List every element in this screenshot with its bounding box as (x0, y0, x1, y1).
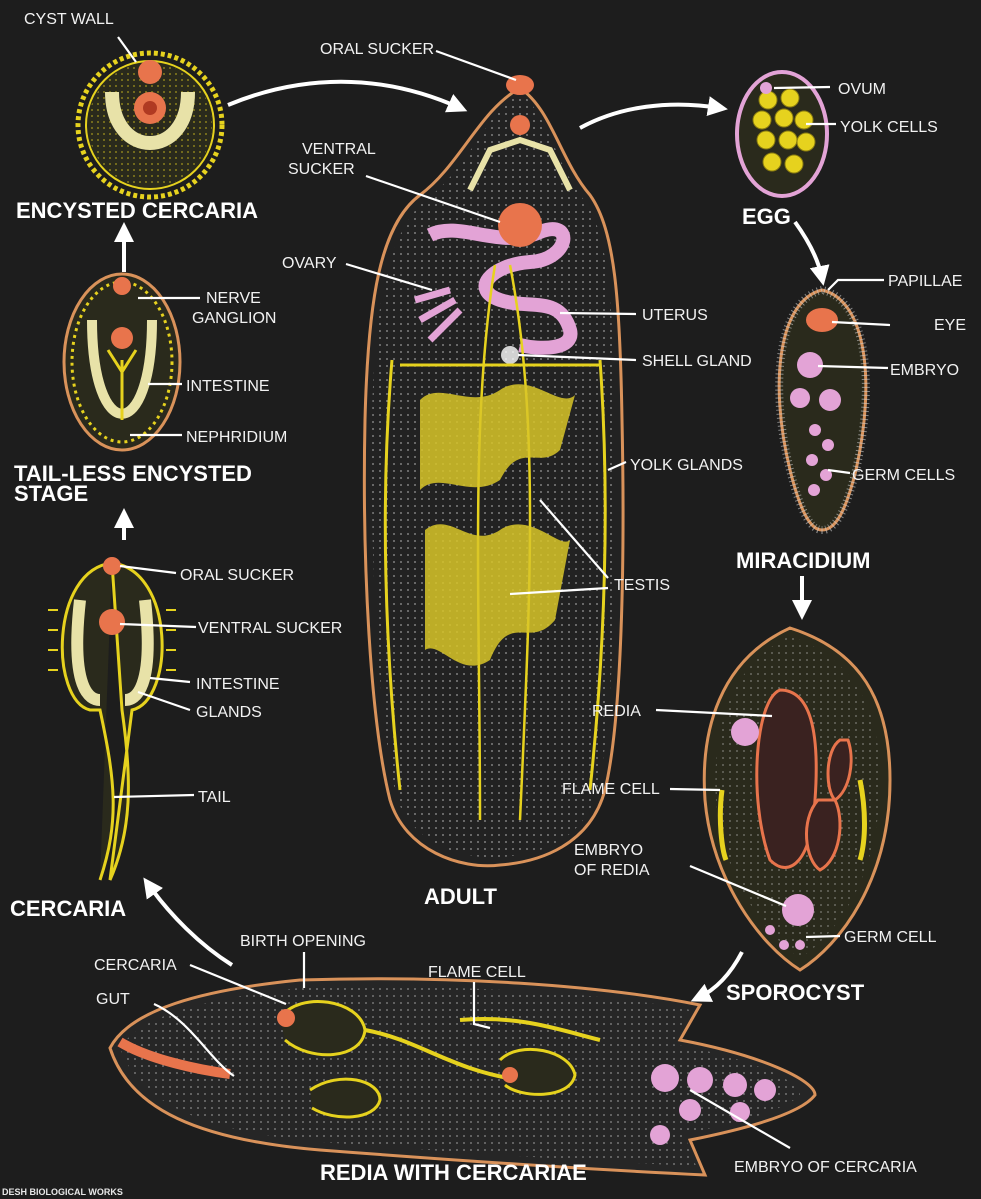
title-tailless-line2: STAGE (14, 481, 88, 506)
leader-papillae (828, 280, 884, 290)
label-embryo-of-redia-line1: EMBRYO (574, 842, 643, 859)
label-ventral-sucker-line2: SUCKER (288, 161, 355, 178)
label-yolk-cells: YOLK CELLS (840, 119, 938, 136)
label-redia-flame-cell: FLAME CELL (428, 964, 526, 981)
label-cyst-wall: CYST WALL (24, 11, 114, 28)
label-adult-oral-sucker: ORAL SUCKER (320, 41, 434, 58)
arrow-egg-to-miracidium (795, 222, 822, 278)
arrow-adult-to-egg (580, 105, 720, 128)
leader-flame-cell-sporocyst (670, 789, 720, 790)
label-redia: REDIA (592, 703, 641, 720)
egg-figure (737, 72, 827, 196)
label-embryo-of-redia-line2: OF REDIA (574, 862, 650, 879)
label-uterus: UTERUS (642, 307, 708, 324)
label-germ-cells: GERM CELLS (852, 467, 955, 484)
label-shell-gland: SHELL GLAND (642, 353, 752, 370)
label-embryo-of-cercaria: EMBRYO OF CERCARIA (734, 1159, 917, 1176)
label-nephridium: NEPHRIDIUM (186, 429, 287, 446)
cercaria-figure (48, 557, 176, 880)
label-birth-opening: BIRTH OPENING (240, 933, 366, 950)
leader-germ-cell (806, 936, 840, 937)
label-cercaria-intestine: INTESTINE (196, 676, 280, 693)
sporocyst-figure (704, 628, 890, 970)
tailless-encysted-figure (64, 274, 180, 450)
title-adult: ADULT (424, 884, 497, 909)
label-nerve-ganglion-line2: GANGLION (192, 310, 276, 327)
label-ovum: OVUM (838, 81, 886, 98)
miracidium-figure (779, 290, 866, 530)
label-ventral-sucker-line1: VENTRAL (302, 141, 376, 158)
arrow-redia-to-cercaria (148, 884, 232, 965)
title-cercaria: CERCARIA (10, 896, 126, 921)
label-sporocyst-flame-cell: FLAME CELL (562, 781, 660, 798)
label-eye: EYE (934, 317, 966, 334)
label-papillae: PAPILLAE (888, 273, 962, 290)
title-sporocyst: SPOROCYST (726, 980, 865, 1005)
label-embryo: EMBRYO (890, 362, 959, 379)
label-glands: GLANDS (196, 704, 262, 721)
label-tail: TAIL (198, 789, 231, 806)
label-redia-cercaria: CERCARIA (94, 957, 177, 974)
redia-figure (110, 979, 815, 1175)
label-cercaria-oral-sucker: ORAL SUCKER (180, 567, 294, 584)
title-egg: EGG (742, 204, 791, 229)
label-tailless-intestine: INTESTINE (186, 378, 270, 395)
label-yolk-glands: YOLK GLANDS (630, 457, 743, 474)
leader-ovum (774, 87, 830, 88)
publisher-footer: DESH BIOLOGICAL WORKS (2, 1187, 123, 1197)
encysted-cercaria-figure (78, 53, 222, 197)
title-miracidium: MIRACIDIUM (736, 548, 870, 573)
label-testis: TESTIS (614, 577, 670, 594)
leader-adult-oral-sucker (436, 51, 516, 80)
label-cercaria-ventral-sucker: VENTRAL SUCKER (198, 620, 342, 637)
label-nerve-ganglion-line1: NERVE (206, 290, 261, 307)
title-redia-with-cercariae: REDIA WITH CERCARIAE (320, 1160, 587, 1185)
label-germ-cell: GERM CELL (844, 929, 937, 946)
title-encysted-cercaria: ENCYSTED CERCARIA (16, 198, 258, 223)
leader-uterus (560, 313, 636, 314)
adult-figure (364, 75, 623, 866)
label-ovary: OVARY (282, 255, 337, 272)
arrow-encysted-to-adult (228, 82, 460, 108)
label-gut: GUT (96, 991, 130, 1008)
